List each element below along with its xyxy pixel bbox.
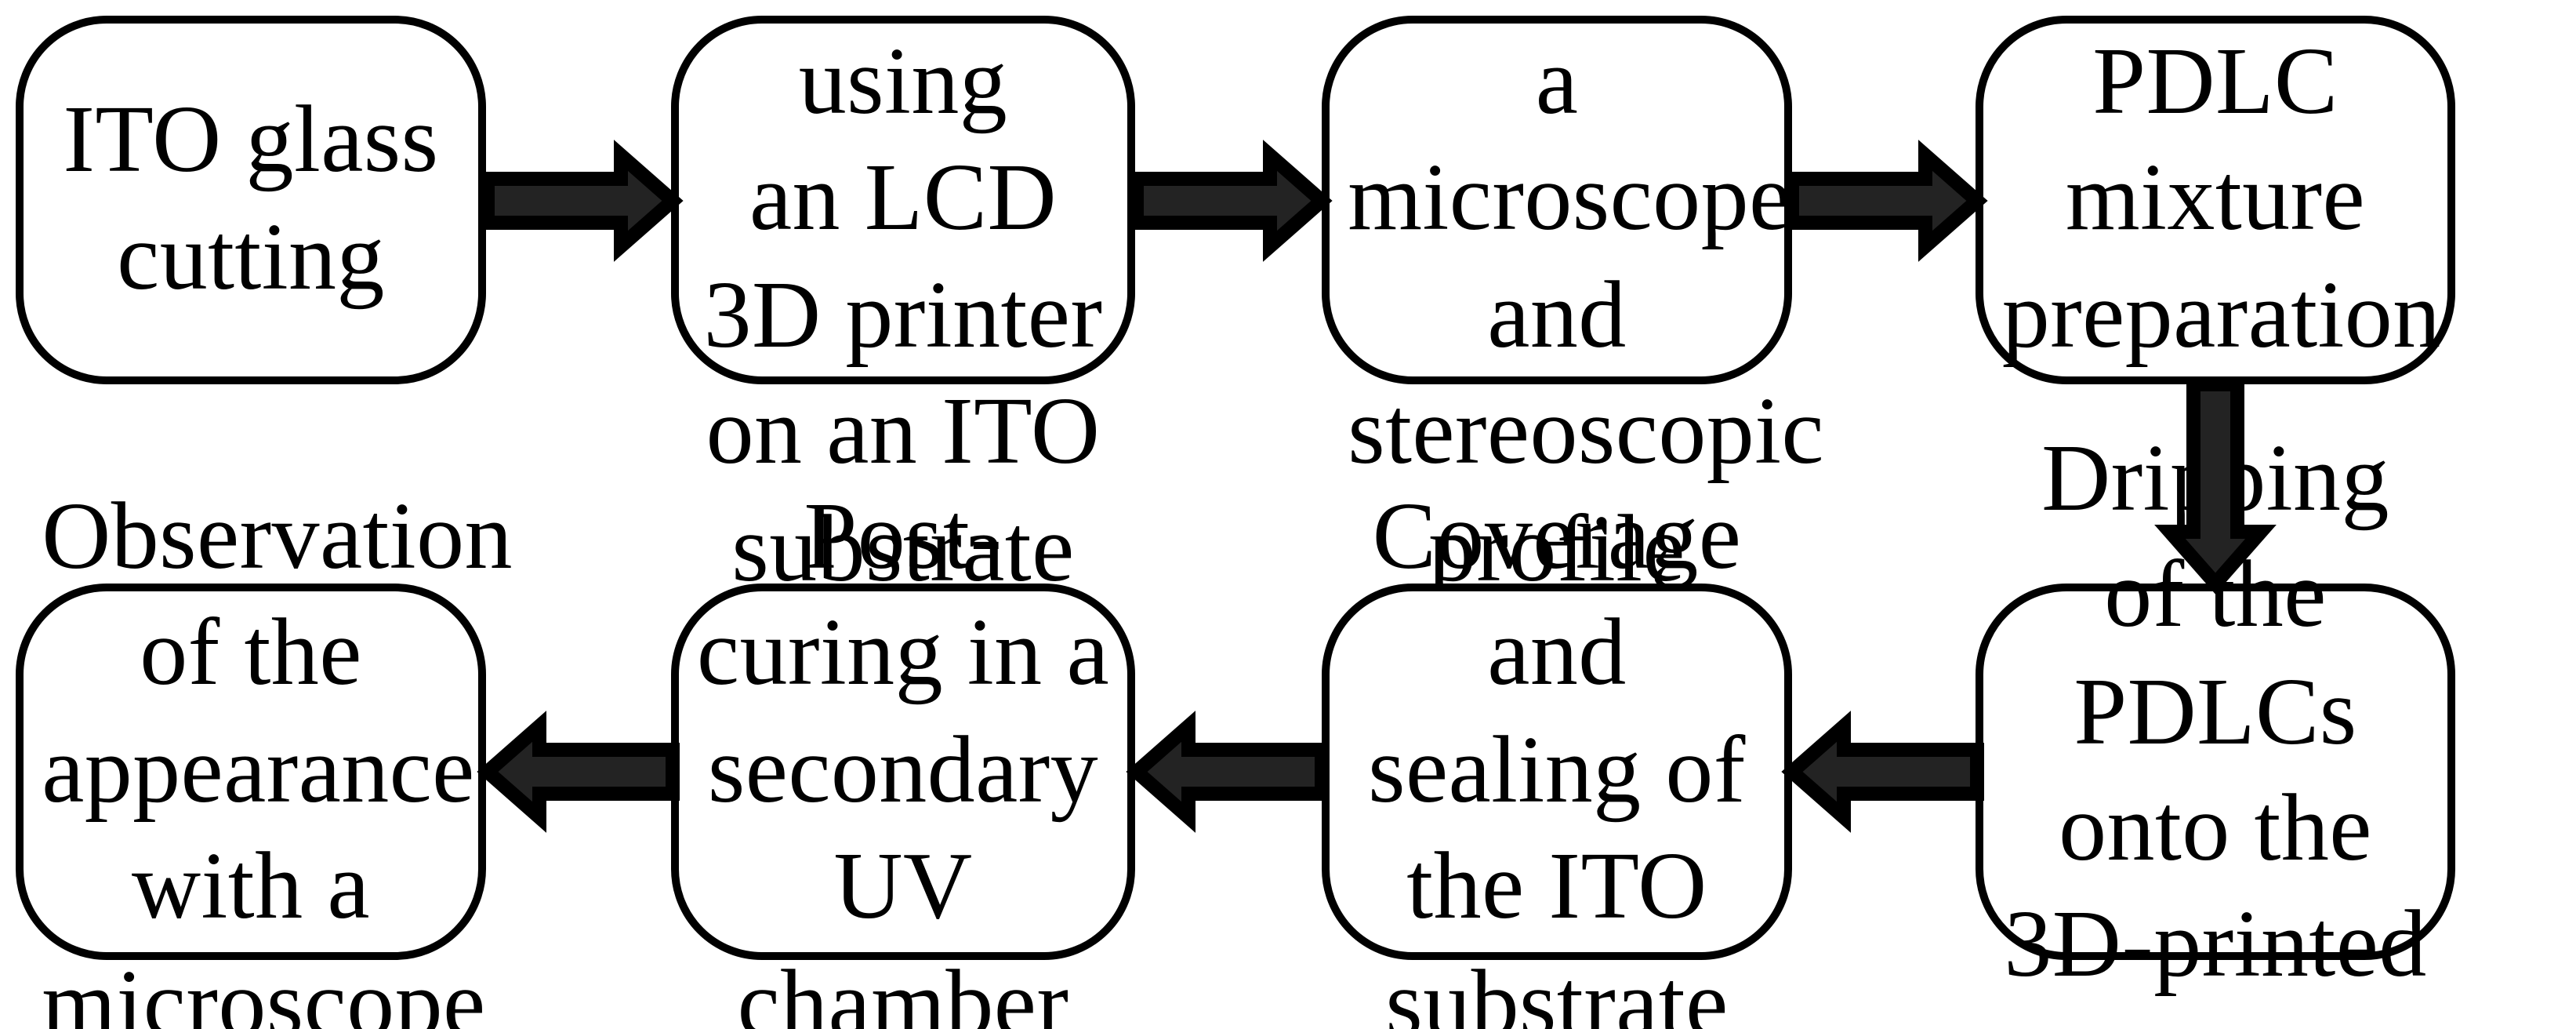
connector-arrow-right-2-3 (1130, 140, 1333, 262)
process-node-label: Coverage and sealing of the ITO substrat… (1368, 484, 1746, 1029)
connector-arrow-right-1-2 (481, 140, 684, 262)
connector-arrow-left-5-6 (1781, 711, 1984, 833)
process-node-label: Structure fabrication using an LCD 3D pr… (697, 0, 1114, 602)
connector-arrow-right-3-4 (1785, 140, 1988, 262)
connector-arrow-down-4-5 (2154, 377, 2277, 594)
process-node-coverage-sealing[interactable]: Coverage and sealing of the ITO substrat… (1322, 485, 1792, 1029)
process-node-pdlc-mixture-preparation[interactable]: PDLC mixture preparation (1976, 16, 2455, 384)
process-node-structure-fabrication[interactable]: Structure fabrication using an LCD 3D pr… (671, 0, 1135, 602)
process-node-dripping-pdlcs[interactable]: Dripping of the PDLCs onto the 3D-printe… (1976, 427, 2455, 1029)
process-node-observation-appearance[interactable]: Observation of the appearance with a mic… (16, 485, 513, 1029)
process-node-label: PDLC mixture preparation (2001, 29, 2441, 369)
process-node-structure-measurement[interactable]: Structure measurement with a microscope … (1322, 0, 1824, 718)
connector-arrow-left-6-7 (1126, 711, 1329, 833)
process-node-label: Observation of the appearance with a mic… (42, 484, 513, 1029)
connector-arrow-left-7-8 (477, 711, 680, 833)
process-node-label: Post-curing in a secondary UV chamber (696, 484, 1110, 1029)
process-node-label: ITO glass cutting (63, 88, 439, 310)
process-node-ito-glass-cutting[interactable]: ITO glass cutting (16, 16, 486, 384)
process-node-post-curing[interactable]: Post-curing in a secondary UV chamber (671, 485, 1135, 1029)
